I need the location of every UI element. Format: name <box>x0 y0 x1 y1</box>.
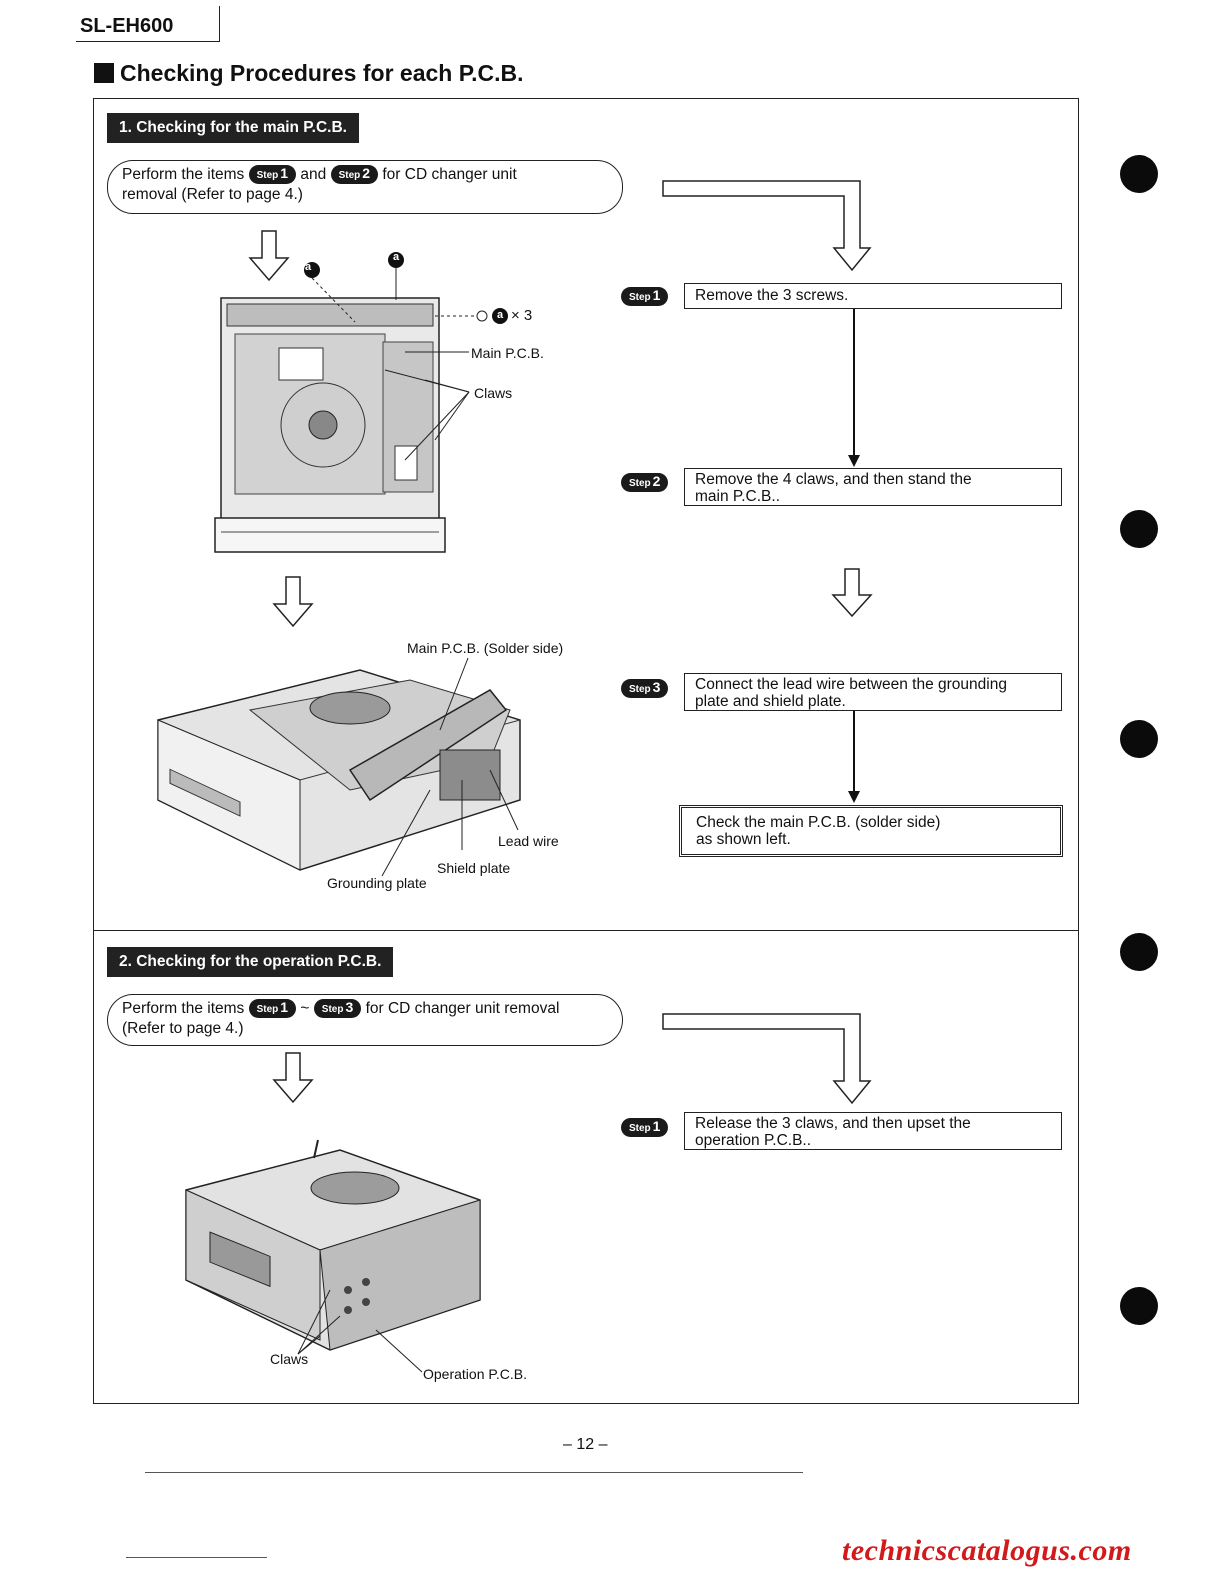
step2-text-line2: main P.C.B.. <box>695 488 781 505</box>
step3-box: Connect the lead wire between the ground… <box>684 673 1062 711</box>
binder-hole-dot <box>1120 155 1158 193</box>
section2-step1-box: Release the 3 claws, and then upset the … <box>684 1112 1062 1150</box>
down-arrow-icon <box>831 568 873 618</box>
screw-count: × 3 <box>511 307 533 324</box>
binder-hole-dot <box>1120 933 1158 971</box>
main-pcb-solder-side-figure <box>157 657 521 877</box>
page-title-text: Checking Procedures for each P.C.B. <box>120 60 524 86</box>
bullet-square-icon <box>94 63 114 83</box>
intro-mid: and <box>300 166 327 183</box>
down-arrow-icon <box>248 230 290 282</box>
final-check-text-line2: as shown left. <box>696 831 791 848</box>
flow-entry-arrow-icon <box>662 1013 872 1105</box>
grounding-plate-label: Grounding plate <box>327 875 427 891</box>
section2-step1-text-line2: operation P.C.B.. <box>695 1132 812 1149</box>
section2-title: 2. Checking for the operation P.C.B. <box>107 947 394 977</box>
main-pcb-label: Main P.C.B. <box>471 345 544 361</box>
intro-prefix: Perform the items <box>122 1000 245 1017</box>
operation-pcb-label: Operation P.C.B. <box>423 1366 528 1382</box>
operation-pcb-figure <box>185 1139 481 1373</box>
binder-hole-dot <box>1120 720 1158 758</box>
step1-text: Remove the 3 screws. <box>695 287 849 304</box>
step3-text: Connect the lead wire between the ground… <box>695 676 1007 693</box>
screw-a-label-left: a <box>305 261 312 273</box>
section2-step1-text: Release the 3 claws, and then upset the <box>695 1115 971 1132</box>
page-number: – 12 – <box>563 1436 608 1453</box>
solder-side-label: Main P.C.B. (Solder side) <box>407 640 564 656</box>
binder-hole-dot <box>1120 510 1158 548</box>
flow-arrow-icon <box>848 711 860 803</box>
flow-arrow-icon <box>848 309 860 467</box>
procedure-frame <box>93 98 1079 1404</box>
intro-suffix: for CD changer unit <box>382 166 517 183</box>
page-title: Checking Procedures for each P.C.B. <box>94 60 524 87</box>
shield-plate-label: Shield plate <box>437 860 511 876</box>
footer-rule <box>145 1472 803 1473</box>
binder-hole-dot <box>1120 1287 1158 1325</box>
flow-entry-arrow-icon <box>662 180 872 272</box>
watermark: technicscatalogus.com <box>842 1534 1132 1567</box>
final-check-text: Check the main P.C.B. (solder side) <box>696 814 941 831</box>
intro-prefix: Perform the items <box>122 166 245 183</box>
claws-label: Claws <box>474 385 513 401</box>
section-divider <box>93 930 1079 931</box>
lead-wire-label: Lead wire <box>498 833 559 849</box>
intro-line2: (Refer to page 4.) <box>122 1020 244 1037</box>
step2-box: Remove the 4 claws, and then stand the m… <box>684 468 1062 506</box>
claws-label: Claws <box>270 1351 309 1367</box>
main-pcb-top-view-figure <box>214 252 508 553</box>
down-arrow-icon <box>272 1052 314 1104</box>
final-check-box: Check the main P.C.B. (solder side) as s… <box>679 805 1063 857</box>
down-arrow-icon <box>272 576 314 628</box>
intro-mid: ~ <box>300 1000 310 1017</box>
step1-box: Remove the 3 screws. <box>684 283 1062 309</box>
screw-a-label-right: a <box>393 251 400 263</box>
step2-text: Remove the 4 claws, and then stand the <box>695 471 972 488</box>
intro-line2: removal (Refer to page 4.) <box>122 186 303 203</box>
intro-suffix: for CD changer unit removal <box>365 1000 560 1017</box>
footer-link-rule <box>126 1557 267 1558</box>
section1-title: 1. Checking for the main P.C.B. <box>107 113 359 143</box>
screw-a-count-label: a <box>497 309 504 321</box>
step3-text-line2: plate and shield plate. <box>695 693 846 710</box>
model-number: SL-EH600 <box>76 6 220 42</box>
